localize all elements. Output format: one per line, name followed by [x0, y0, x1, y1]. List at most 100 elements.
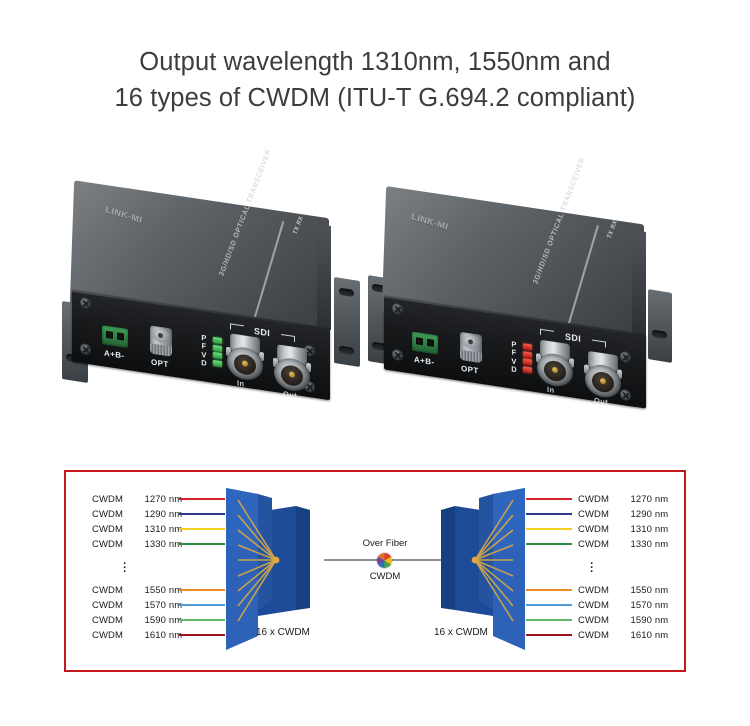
channel-prefix: CWDM [92, 509, 124, 520]
terminal-hole [427, 338, 434, 347]
channel-prefix: CWDM [92, 615, 124, 626]
channel-wavelength: 1570 [144, 600, 167, 611]
cwdm-spectrum-icon [377, 553, 392, 568]
channel-label: CWDM 1550 nm [92, 585, 182, 596]
channel-label: CWDM 1550 nm [578, 585, 668, 596]
screw-top-right [620, 350, 631, 364]
power-terminal-block [102, 325, 128, 349]
channel-prefix: CWDM [92, 630, 124, 641]
optical-connector [150, 325, 172, 357]
led-d [213, 359, 222, 367]
led-p [213, 336, 222, 345]
sdi-bracket-right [592, 339, 606, 348]
channel-line [179, 513, 225, 515]
product-photo: LINK-MI 3G/HD/SD OPTICAL TRANSCEIVER TX … [0, 148, 750, 435]
cwdm-diagram: CWDM 1270 nm CWDM 1290 nm CWDM 1310 nm C… [64, 470, 686, 672]
bnc-in-label: In [547, 384, 555, 395]
led-labels: P F V D [200, 333, 208, 368]
channel-prefix: CWDM [578, 630, 610, 641]
channel-wavelength: 1270 [144, 494, 167, 505]
led-d [523, 365, 532, 374]
channel-label: CWDM 1610 nm [92, 630, 182, 641]
mounting-slot [339, 287, 354, 298]
channel-wavelength: 1310 [144, 524, 167, 535]
channel-prefix: CWDM [578, 494, 610, 505]
channel-wavelength: 1290 [630, 509, 653, 520]
channel-line [526, 589, 572, 591]
mux-right-shape [441, 488, 525, 650]
channel-unit: nm [654, 509, 669, 520]
channel-line [179, 619, 225, 621]
channel-line [526, 604, 572, 606]
terminal-label: A+B- [104, 348, 125, 361]
screw-bottom-left [80, 342, 91, 356]
channel-wavelength: 1270 [630, 494, 653, 505]
channel-wavelength: 1330 [144, 539, 167, 550]
channel-prefix: CWDM [578, 509, 610, 520]
channel-unit: nm [168, 524, 183, 535]
channel-label: CWDM 1310 nm [92, 524, 182, 535]
mux-right [423, 480, 533, 650]
mounting-slot [339, 345, 354, 356]
right-transceiver: LINK-MI 3G/HD/SD OPTICAL TRANSCEIVER TX … [368, 156, 672, 415]
channel-line [179, 498, 225, 500]
optical-connector [460, 331, 482, 364]
led-labels: P F V D [510, 339, 518, 374]
chassis-sidewall [317, 224, 331, 330]
channel-unit: nm [168, 600, 183, 611]
channel-wavelength: 1570 [630, 600, 653, 611]
channel-label: CWDM 1270 nm [92, 494, 182, 505]
bnc-in-label: In [237, 378, 245, 389]
page-title: Output wavelength 1310nm, 1550nm and 16 … [0, 44, 750, 116]
channel-label: CWDM 1610 nm [578, 630, 668, 641]
channel-line [526, 634, 572, 636]
channel-wavelength: 1310 [630, 524, 653, 535]
channel-prefix: CWDM [92, 539, 124, 550]
channel-wavelength: 1550 [144, 585, 167, 596]
channel-ellipsis-right: ··· [590, 558, 594, 578]
bnc-pin [600, 377, 606, 385]
channel-label: CWDM 1590 nm [92, 615, 182, 626]
channel-label: CWDM 1290 nm [92, 509, 182, 520]
channel-unit: nm [168, 509, 183, 520]
bnc-connector-in [536, 339, 574, 389]
channel-prefix: CWDM [92, 494, 124, 505]
channel-line [179, 634, 225, 636]
channel-unit: nm [654, 615, 669, 626]
fiber-label-top: Over Fiber [362, 538, 408, 549]
sdi-label: SDI [565, 331, 582, 344]
channel-unit: nm [654, 524, 669, 535]
channel-prefix: CWDM [578, 585, 610, 596]
led-v [213, 351, 222, 360]
channel-prefix: CWDM [92, 600, 124, 611]
channel-ellipsis-left: ··· [123, 558, 127, 578]
terminal-hole [416, 337, 423, 346]
screw-top-left [392, 302, 403, 316]
channel-line [526, 528, 572, 530]
led-label-d: D [201, 357, 207, 368]
page-title-line-1: Output wavelength 1310nm, 1550nm and [139, 48, 611, 76]
led-f [523, 350, 532, 359]
mux-left-label: 16 x CWDM [256, 627, 310, 638]
channel-prefix: CWDM [578, 539, 610, 550]
bnc-connector-out [584, 350, 622, 400]
optical-cap [462, 334, 480, 350]
channel-unit: nm [168, 630, 183, 641]
mux-left-shape [226, 488, 310, 650]
channel-line [526, 513, 572, 515]
channel-unit: nm [654, 600, 669, 611]
mux-left [218, 480, 328, 650]
sdi-bracket-left [230, 323, 244, 332]
left-transceiver: LINK-MI 3G/HD/SD OPTICAL TRANSCEIVER TX … [62, 148, 360, 405]
channel-unit: nm [654, 585, 669, 596]
chassis-sidewall [632, 230, 646, 338]
bnc-pin [552, 366, 558, 374]
channel-wavelength: 1330 [630, 539, 653, 550]
screw-top-left [80, 296, 91, 310]
optical-knurl [150, 343, 172, 357]
led-f [213, 344, 222, 352]
bnc-pin [289, 371, 295, 379]
channel-unit: nm [654, 630, 669, 641]
channel-label: CWDM 1570 nm [92, 600, 182, 611]
channel-unit: nm [654, 539, 669, 550]
